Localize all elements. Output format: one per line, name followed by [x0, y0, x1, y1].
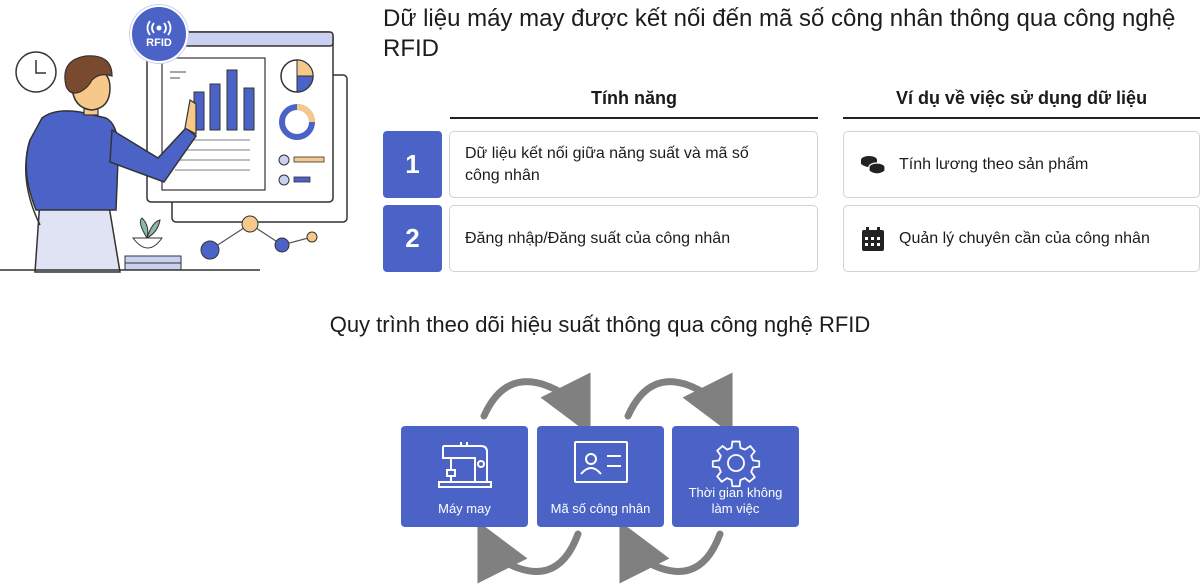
feature-text-2: Đăng nhập/Đăng suất của công nhân — [465, 229, 731, 247]
usage-card-1: Tính lương theo sản phẩm — [843, 131, 1200, 198]
arrow-top-left — [480, 372, 591, 436]
id-card-icon — [573, 441, 628, 483]
process-step-worker-id: Mã số công nhân — [537, 426, 664, 527]
presenter-illustration — [0, 31, 348, 273]
clock-icon — [15, 51, 57, 93]
coins-icon — [861, 155, 886, 175]
feature-text-1: Dữ liệu kết nối giữa năng suất và mã số … — [465, 144, 749, 184]
feature-card-1: Dữ liệu kết nối giữa năng suất và mã số … — [449, 131, 818, 198]
usage-column-header: Ví dụ về việc sử dụng dữ liệu — [843, 88, 1200, 119]
sewing-machine-icon — [437, 442, 492, 488]
arrow-bottom-right — [619, 520, 724, 584]
feature-column-header: Tính năng — [450, 88, 818, 119]
feature-card-2: Đăng nhập/Đăng suất của công nhân — [449, 205, 818, 272]
page-title: Dữ liệu máy may được kết nối đến mã số c… — [383, 5, 1176, 62]
process-step-label-3: Thời gian không làm việc — [688, 485, 783, 516]
gear-icon — [711, 440, 760, 488]
arrow-top-right — [624, 372, 733, 436]
arrow-bottom-left — [477, 520, 582, 584]
row-number-2: 2 — [383, 205, 442, 272]
bar-chart-graphic — [193, 69, 255, 131]
wireless-signal-icon — [146, 19, 172, 36]
cycle-arrows — [477, 372, 733, 584]
usage-text-1: Tính lương theo sản phẩm — [899, 155, 1089, 173]
rfid-label: RFID — [146, 36, 172, 49]
rfid-badge: RFID — [130, 5, 188, 63]
usage-card-2: Quản lý chuyên cần của công nhân — [843, 205, 1200, 272]
process-step-idle-time: Thời gian không làm việc — [672, 426, 799, 527]
process-step-label-1: Máy may — [438, 501, 491, 516]
usage-text-2: Quản lý chuyên cần của công nhân — [899, 229, 1150, 247]
process-step-label-2: Mã số công nhân — [550, 501, 651, 516]
process-step-sewing-machine: Máy may — [401, 426, 528, 527]
process-title: Quy trình theo dõi hiệu suất thông qua c… — [329, 312, 871, 337]
calendar-icon — [862, 226, 884, 251]
row-number-1: 1 — [383, 131, 442, 198]
